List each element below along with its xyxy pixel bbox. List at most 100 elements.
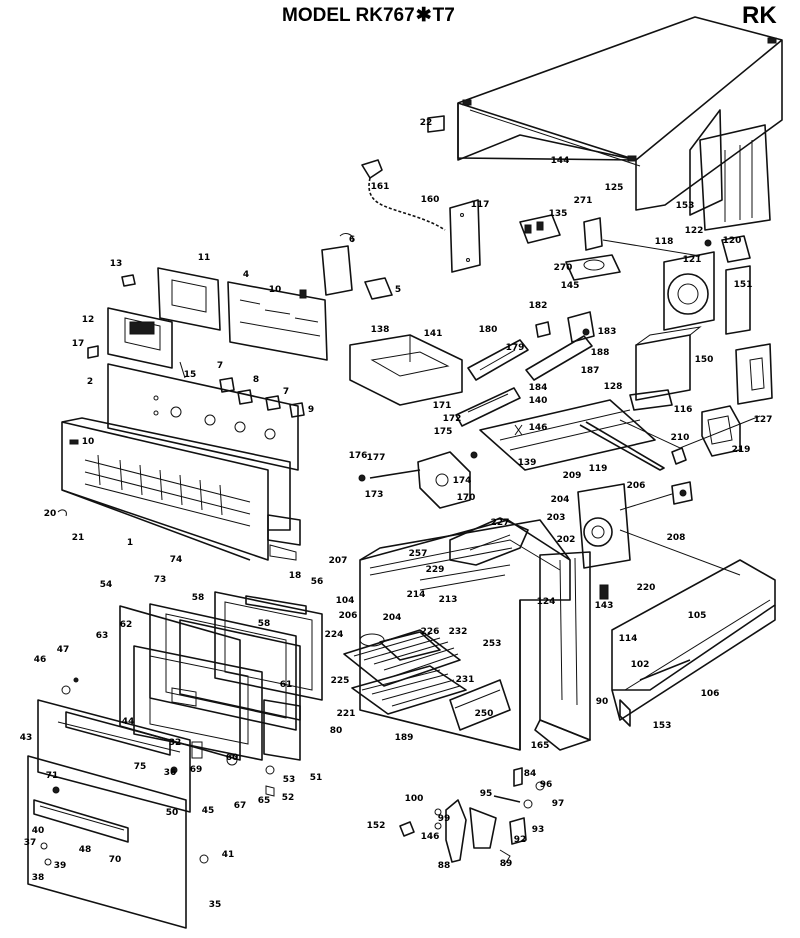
part-callout: 188 xyxy=(591,348,610,358)
part-callout: 92 xyxy=(514,835,527,845)
part-callout: 270 xyxy=(554,263,573,273)
part-callout: 179 xyxy=(506,343,525,353)
part-callout: 250 xyxy=(475,709,494,719)
part-callout: 52 xyxy=(282,793,295,803)
part-callout: 232 xyxy=(449,627,468,637)
control-bracket xyxy=(121,267,221,331)
part-callout: 21 xyxy=(72,533,85,543)
part-callout: 75 xyxy=(134,762,147,772)
side-frame xyxy=(534,551,609,751)
part-callout: 138 xyxy=(371,325,390,335)
part-callout: 170 xyxy=(457,493,476,503)
part-callout: 32 xyxy=(169,738,182,748)
part-callout: 18 xyxy=(289,571,302,581)
part-callout: 204 xyxy=(383,613,402,623)
control-housing xyxy=(57,417,301,561)
part-callout: 128 xyxy=(604,382,623,392)
part-callout: 10 xyxy=(269,285,282,295)
part-callout: 204 xyxy=(551,495,570,505)
part-callout: 116 xyxy=(674,405,693,415)
inner-door-panel xyxy=(37,677,203,813)
part-callout: 180 xyxy=(479,325,498,335)
oven-racks xyxy=(343,629,467,715)
diagram-title: MODEL RK767✱T7 xyxy=(282,4,455,27)
part-callout: 46 xyxy=(34,655,47,665)
part-callout: 104 xyxy=(336,596,355,606)
part-callout: 106 xyxy=(701,689,720,699)
part-callout: 70 xyxy=(109,855,122,865)
small-hardware xyxy=(399,767,545,867)
fan-motor-assembly xyxy=(663,235,751,335)
part-callout: 56 xyxy=(311,577,324,587)
part-callout: 161 xyxy=(371,182,390,192)
part-callout: 17 xyxy=(72,339,85,349)
part-callout: 9 xyxy=(308,405,314,415)
part-callout: 41 xyxy=(222,850,235,860)
part-callout: 152 xyxy=(367,821,386,831)
part-callout: 7 xyxy=(283,387,289,397)
part-callout: 207 xyxy=(329,556,348,566)
part-callout: 95 xyxy=(480,789,493,799)
part-callout: 45 xyxy=(202,806,215,816)
part-callout: 150 xyxy=(695,355,714,365)
door-frames xyxy=(119,591,323,797)
part-callout: 58 xyxy=(258,619,271,629)
part-callout: 184 xyxy=(529,383,548,393)
part-callout: 124 xyxy=(537,597,556,607)
part-callout: 10 xyxy=(82,437,95,447)
section-badge: RK xyxy=(742,2,777,29)
part-callout: 174 xyxy=(453,476,472,486)
part-callout: 171 xyxy=(433,401,452,411)
knob-panel xyxy=(87,345,305,471)
part-callout: 140 xyxy=(529,396,548,406)
part-callout: 120 xyxy=(723,236,742,246)
part-callout: 183 xyxy=(598,327,617,337)
door-latch-brackets xyxy=(455,311,595,427)
latch-assembly xyxy=(358,451,478,509)
part-callout: 172 xyxy=(443,414,462,424)
part-callout: 231 xyxy=(456,675,475,685)
part-callout: 144 xyxy=(551,156,570,166)
part-callout: 50 xyxy=(166,808,179,818)
part-callout: 84 xyxy=(524,769,537,779)
part-callout: 100 xyxy=(405,794,424,804)
part-callout: 225 xyxy=(331,676,350,686)
circuit-board xyxy=(227,281,328,361)
part-callout: 226 xyxy=(421,627,440,637)
part-callout: 53 xyxy=(283,775,296,785)
part-callout: 219 xyxy=(732,445,751,455)
part-callout: 80 xyxy=(330,726,343,736)
part-callout: 206 xyxy=(627,481,646,491)
part-callout: 47 xyxy=(57,645,70,655)
part-callout: 20 xyxy=(44,509,57,519)
part-callout: 203 xyxy=(547,513,566,523)
part-callout: 121 xyxy=(683,255,702,265)
part-callout: 210 xyxy=(671,433,690,443)
part-callout: 88 xyxy=(438,861,451,871)
clock-and-switches xyxy=(299,233,393,300)
part-callout: 118 xyxy=(655,237,674,247)
part-callout: 65 xyxy=(258,796,271,806)
part-callout: 61 xyxy=(280,680,293,690)
part-callout: 257 xyxy=(409,549,428,559)
part-callout: 67 xyxy=(234,801,247,811)
part-callout: 99 xyxy=(438,814,451,824)
part-callout: 51 xyxy=(310,773,323,783)
part-callout: 189 xyxy=(395,733,414,743)
broil-element xyxy=(449,517,529,566)
part-callout: 141 xyxy=(424,329,443,339)
part-callout: 160 xyxy=(421,195,440,205)
part-callout: 62 xyxy=(120,620,133,630)
part-callout: 153 xyxy=(653,721,672,731)
top-cover xyxy=(457,16,783,211)
part-callout: 97 xyxy=(552,799,565,809)
part-callout: 8 xyxy=(253,375,259,385)
rack-tray xyxy=(349,334,463,406)
part-callout: 119 xyxy=(589,464,608,474)
part-callout: 43 xyxy=(20,733,33,743)
part-callout: 54 xyxy=(100,580,113,590)
part-callout: 208 xyxy=(667,533,686,543)
part-callout: 74 xyxy=(170,555,183,565)
part-callout: 139 xyxy=(518,458,537,468)
